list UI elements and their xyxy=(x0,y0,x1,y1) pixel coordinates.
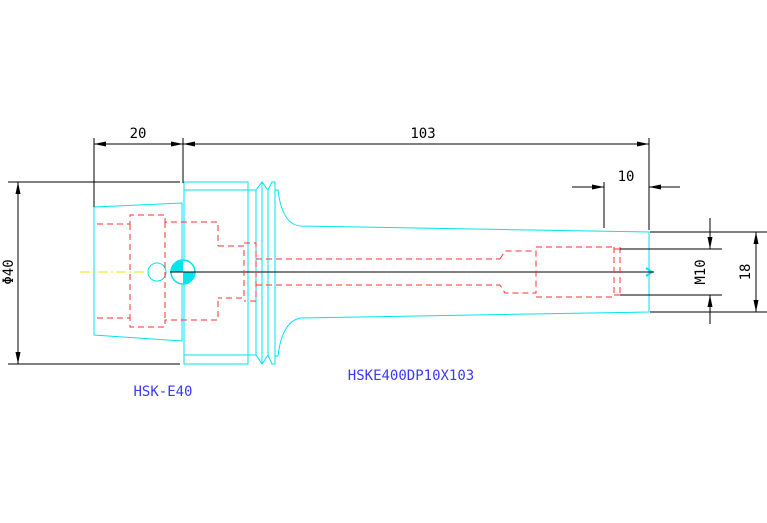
hsk-taper-shank xyxy=(93,202,183,342)
v-groove xyxy=(248,181,276,365)
interface-label: HSK-E40 xyxy=(133,384,192,400)
part-number-label: HSKE400DP10X103 xyxy=(348,368,474,384)
dimension-arrows xyxy=(15,141,759,364)
dim-flange-diameter: Φ40 xyxy=(1,259,17,284)
hidden-lines xyxy=(97,214,649,328)
dim-flange-length: 20 xyxy=(130,126,147,142)
hole-circle xyxy=(147,262,167,282)
dim-tip-length: 10 xyxy=(618,169,635,185)
dim-thread: M10 xyxy=(693,259,709,284)
dim-tip-diameter: 18 xyxy=(738,264,754,281)
dim-overall-length: 103 xyxy=(410,126,435,142)
dimension-lines xyxy=(8,138,767,365)
tapered-extension xyxy=(275,189,650,357)
